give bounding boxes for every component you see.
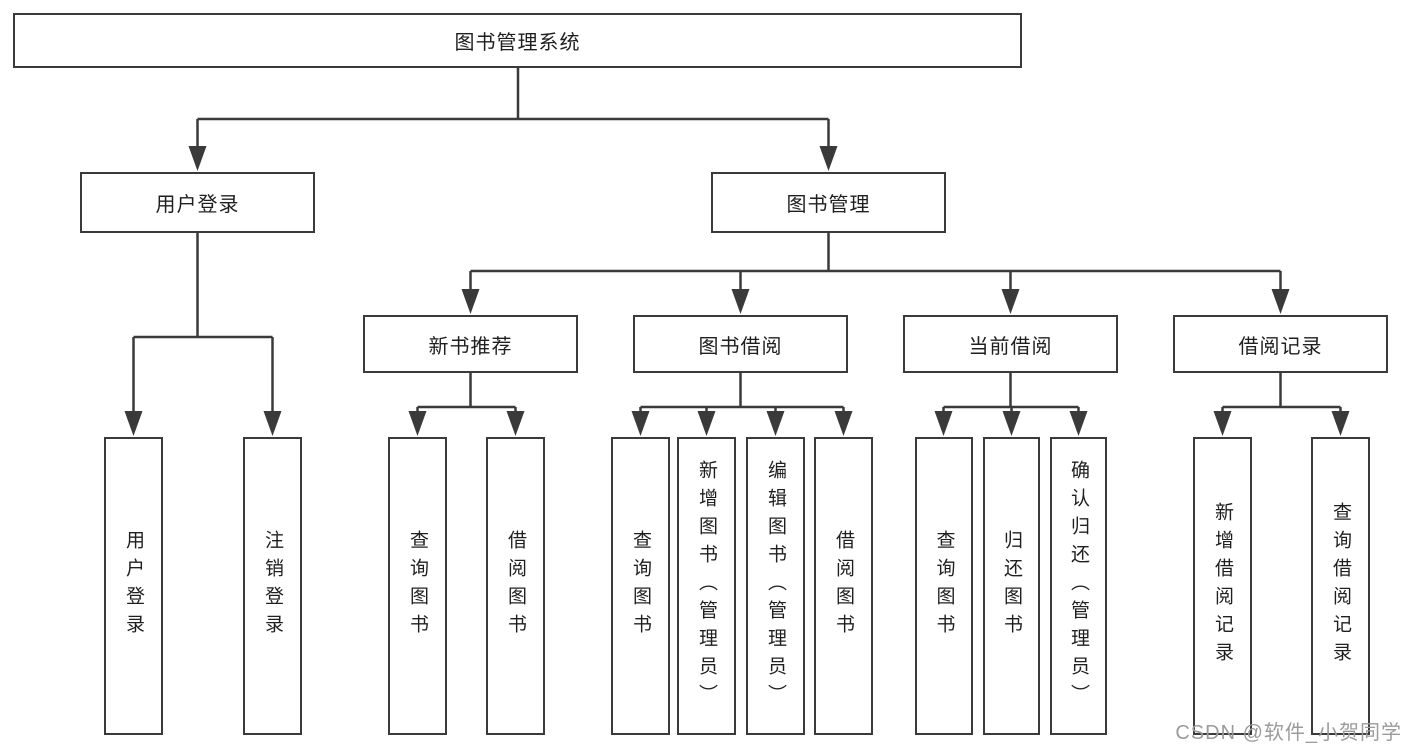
connector-book-borrowing-to-leaves [639,373,845,414]
node-leaf-add-borrow-record: 新增借阅记录 [1193,437,1252,735]
arrowhead [1002,411,1021,436]
connector-book-management-to-level3 [469,233,1282,292]
arrowhead [1331,411,1350,436]
node-leaf-user-login: 用户登录 [104,437,163,735]
arrowhead [1213,411,1232,436]
arrowhead [188,146,207,171]
connector-new-book-to-leaves [416,373,517,414]
connector-current-borrowing-to-leaves [942,373,1080,414]
node-leaf-logout: 注销登录 [243,437,302,735]
arrowhead [697,411,716,436]
watermark-csdn: CSDN @软件_小贺同学 [1175,722,1402,744]
node-book-management: 图书管理 [711,172,946,233]
connector-borrow-records-to-leaves [1221,373,1342,414]
arrowhead [1069,411,1088,436]
connector-root-to-level2 [196,68,830,150]
arrowhead [631,411,650,436]
arrowhead [834,411,853,436]
arrowhead [766,411,785,436]
arrowhead [408,411,427,436]
arrowhead [819,146,838,171]
node-user-login: 用户登录 [80,172,315,233]
node-root-library-management-system: 图书管理系统 [13,13,1022,68]
node-leaf-borrow-books: 借阅图书 [814,437,873,735]
node-book-borrowing: 图书借阅 [633,315,848,373]
node-leaf-query-books-borrowing: 查询图书 [611,437,670,735]
arrowhead [1271,289,1290,314]
node-leaf-edit-book-admin: 编辑图书（管理员） [746,437,805,735]
node-borrowing-records: 借阅记录 [1173,315,1388,373]
arrowhead [506,411,525,436]
node-new-book-recommendation: 新书推荐 [363,315,578,373]
node-leaf-confirm-return-admin: 确认归还（管理员） [1050,437,1107,735]
arrowhead [1001,289,1020,314]
node-leaf-borrow-books-recommend: 借阅图书 [486,437,545,735]
node-leaf-add-book-admin: 新增图书（管理员） [677,437,736,735]
connector-user-login-to-leaves [132,233,274,414]
arrowhead [731,289,750,314]
arrowhead [934,411,953,436]
node-leaf-query-borrow-record: 查询借阅记录 [1311,437,1370,735]
arrowhead [124,411,143,436]
node-leaf-query-books-recommend: 查询图书 [388,437,447,735]
arrowhead [263,411,282,436]
node-current-borrowing: 当前借阅 [903,315,1118,373]
node-leaf-query-books-current: 查询图书 [915,437,973,735]
node-leaf-return-book: 归还图书 [983,437,1040,735]
arrowhead [461,289,480,314]
